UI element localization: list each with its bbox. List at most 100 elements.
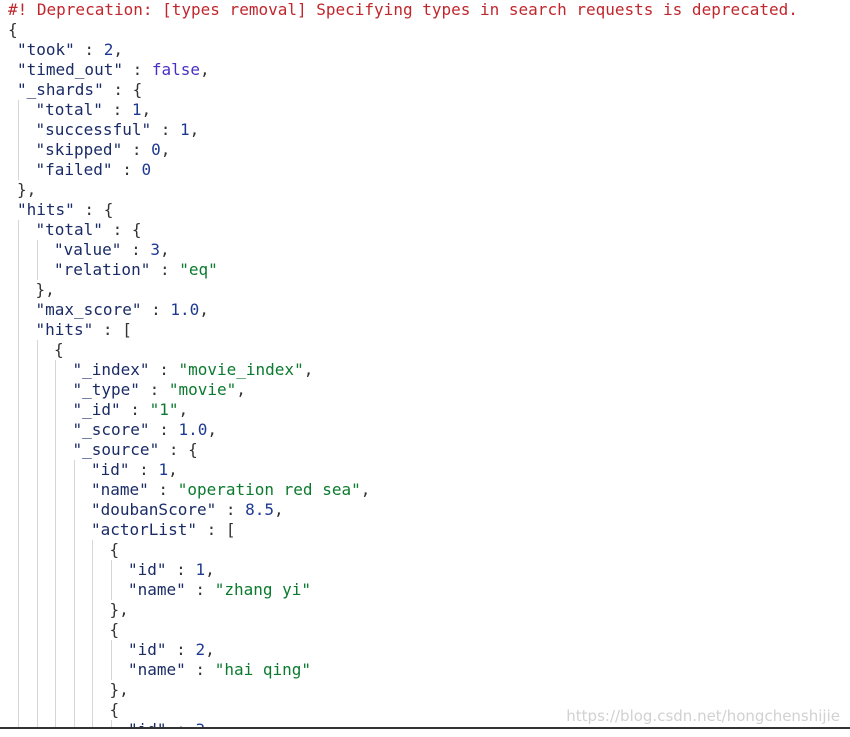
indent-guide xyxy=(54,480,73,500)
json-punctuation: : xyxy=(167,720,196,727)
indent-guide xyxy=(8,280,17,300)
json-punctuation: : xyxy=(185,580,215,599)
indent-guide xyxy=(17,320,36,340)
json-line: "_id" : "1", xyxy=(8,400,850,420)
json-line: }, xyxy=(8,600,850,620)
json-punctuation: , xyxy=(159,240,170,259)
json-key: "total" xyxy=(35,100,103,119)
indent-guide xyxy=(73,640,92,660)
indent-guide xyxy=(73,700,92,720)
indent-guide xyxy=(8,300,17,320)
json-key: "_id" xyxy=(72,400,121,419)
indent-guide xyxy=(36,640,55,660)
json-key: "_source" xyxy=(72,440,160,459)
indent-guide xyxy=(54,620,73,640)
indent-guide xyxy=(8,140,17,160)
json-line: "total" : { xyxy=(8,220,850,240)
indent-guide xyxy=(91,720,110,727)
indent-guide xyxy=(54,700,73,720)
indent-guide xyxy=(91,660,110,680)
json-line: { xyxy=(8,700,850,720)
indent-guide xyxy=(17,400,36,420)
indent-guide xyxy=(8,680,17,700)
json-key: "took" xyxy=(17,40,75,59)
indent-guide xyxy=(54,360,73,380)
json-punctuation: : xyxy=(122,60,152,79)
indent-guide xyxy=(17,460,36,480)
json-punctuation: , xyxy=(178,400,189,419)
json-punctuation: { xyxy=(109,700,120,719)
json-key: "_score" xyxy=(72,420,150,439)
indent-guide xyxy=(110,660,129,680)
indent-guide xyxy=(73,680,92,700)
json-punctuation: : xyxy=(151,120,180,139)
json-line: "_source" : { xyxy=(8,440,850,460)
indent-guide xyxy=(8,200,17,220)
indent-guide xyxy=(17,600,36,620)
json-line: "doubanScore" : 8.5, xyxy=(8,500,850,520)
indent-guide xyxy=(17,220,36,240)
json-punctuation: , xyxy=(200,60,210,79)
indent-guide xyxy=(73,520,92,540)
json-key: "total" xyxy=(35,220,103,239)
indent-guide xyxy=(17,620,36,640)
json-punctuation: { xyxy=(109,540,120,559)
json-string: "eq" xyxy=(179,260,218,279)
indent-guide xyxy=(36,700,55,720)
json-number: 3 xyxy=(150,240,160,259)
json-punctuation: : { xyxy=(74,200,114,219)
indent-guide xyxy=(36,680,55,700)
json-key: "max_score" xyxy=(35,300,142,319)
json-key: "timed_out" xyxy=(17,60,123,79)
indent-guide xyxy=(91,600,110,620)
json-punctuation: , xyxy=(360,480,371,499)
json-string: "1" xyxy=(149,400,179,419)
json-punctuation: : xyxy=(185,660,215,679)
json-punctuation: , xyxy=(205,560,215,579)
indent-guide xyxy=(91,580,110,600)
indent-guide xyxy=(54,600,73,620)
indent-guide xyxy=(8,380,17,400)
indent-guide xyxy=(54,660,73,680)
json-number: 2 xyxy=(103,40,114,59)
json-punctuation: , xyxy=(207,420,218,439)
indent-guide xyxy=(8,560,17,580)
json-punctuation: : xyxy=(149,360,179,379)
json-key: "hits" xyxy=(35,320,94,339)
json-string: "movie" xyxy=(168,380,237,399)
json-punctuation: , xyxy=(113,40,123,59)
indent-guide xyxy=(91,560,110,580)
json-punctuation: }, xyxy=(35,280,55,299)
json-punctuation: : xyxy=(166,560,196,579)
json-line: "_shards" : { xyxy=(8,80,850,100)
indent-guide xyxy=(17,140,36,160)
indent-guide xyxy=(36,600,55,620)
indent-guide xyxy=(36,620,55,640)
json-key: "relation" xyxy=(54,260,151,279)
json-punctuation: { xyxy=(54,340,64,359)
indent-guide xyxy=(8,180,17,200)
indent-guide xyxy=(8,660,17,680)
json-punctuation: , xyxy=(199,300,209,319)
json-line: "timed_out" : false, xyxy=(8,60,850,80)
json-punctuation: : xyxy=(149,420,179,439)
json-line: "id" : 1, xyxy=(8,560,850,580)
indent-guide xyxy=(8,520,17,540)
json-line: "name" : "zhang yi" xyxy=(8,580,850,600)
json-line: { xyxy=(8,340,850,360)
json-number: 8.5 xyxy=(245,500,275,519)
indent-guide xyxy=(17,240,36,260)
indent-guide xyxy=(110,580,129,600)
indent-guide xyxy=(17,700,36,720)
json-line: { xyxy=(8,620,850,640)
json-line: "id" : 3 xyxy=(8,720,850,727)
json-line: "_type" : "movie", xyxy=(8,380,850,400)
json-line: "skipped" : 0, xyxy=(8,140,850,160)
json-punctuation: }, xyxy=(17,180,37,199)
json-line: "took" : 2, xyxy=(8,40,850,60)
indent-guide xyxy=(8,400,17,420)
json-punctuation: : { xyxy=(102,220,142,239)
json-punctuation: }, xyxy=(109,600,129,619)
json-key: "failed" xyxy=(35,160,113,179)
